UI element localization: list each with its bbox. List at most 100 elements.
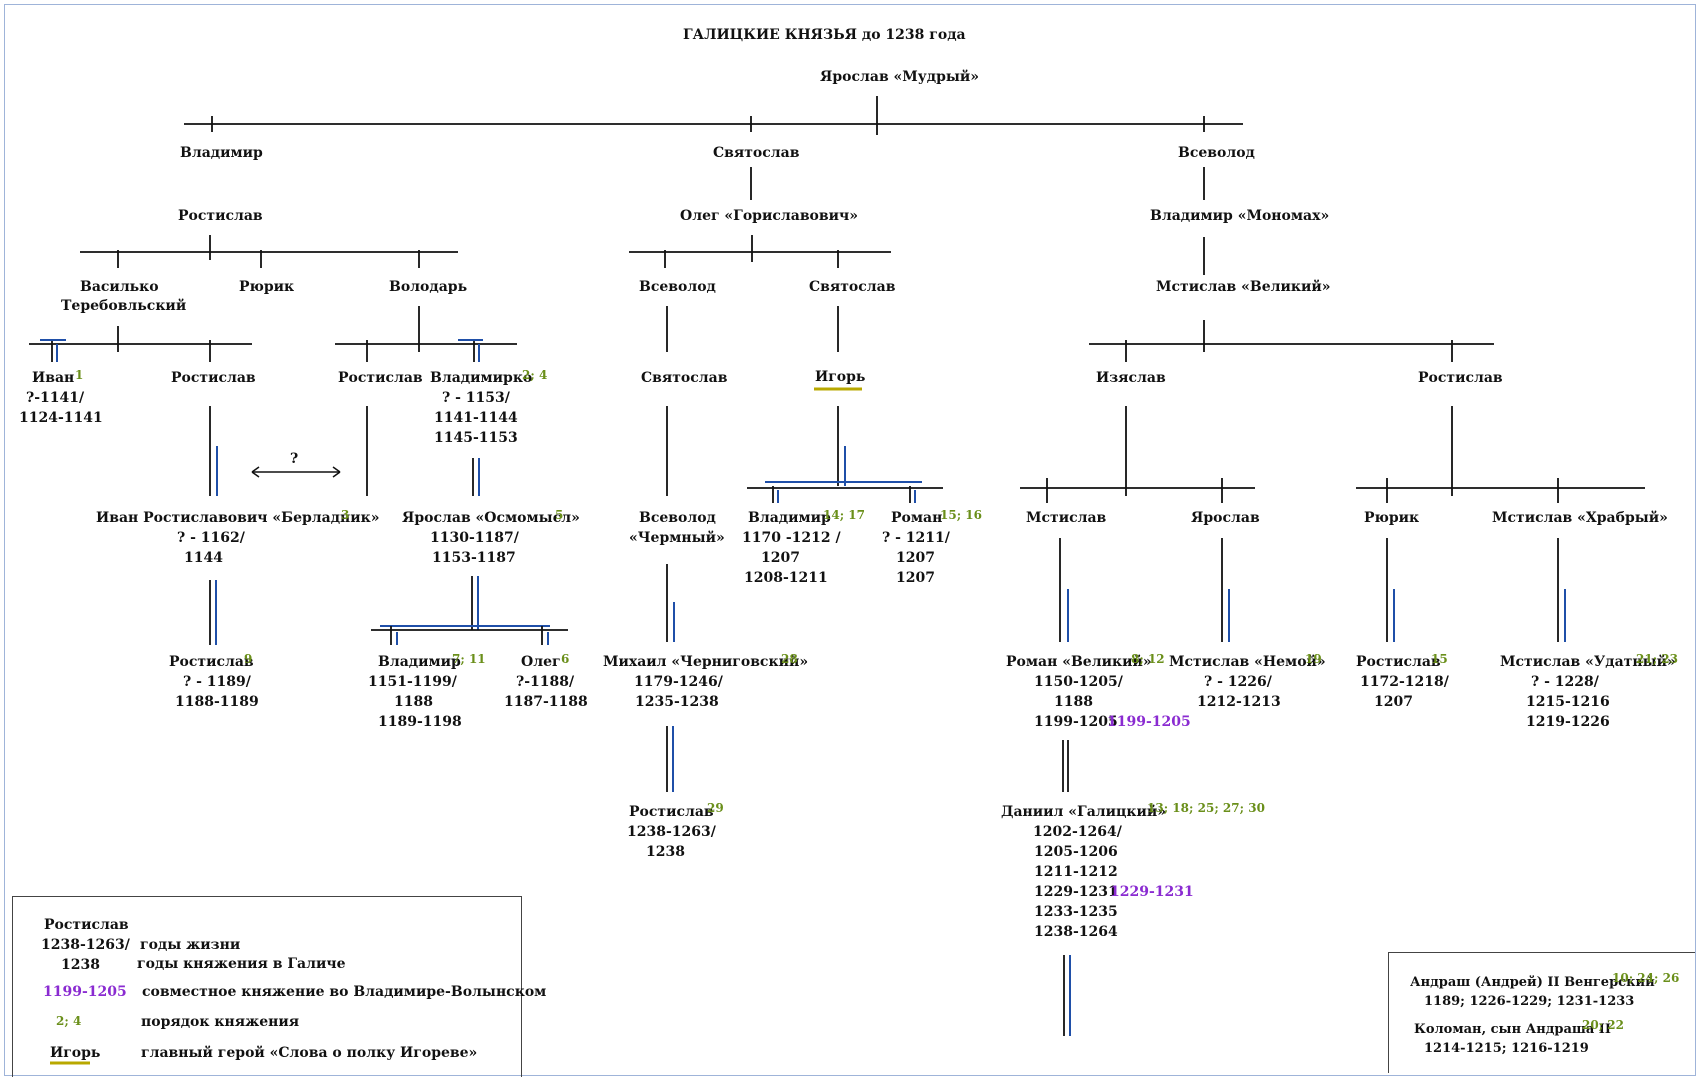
- legend-life-label: годы жизни: [140, 937, 241, 953]
- legend-order-label: порядок княжения: [141, 1014, 300, 1030]
- dates-vladimir-igorevich-reign1: 1207: [761, 550, 800, 566]
- order-badge-koloman: 20; 22: [1582, 1018, 1625, 1032]
- dates-roman-igorevich-reign2: 1207: [896, 570, 935, 586]
- person-vsevolod: Всеволод: [1178, 145, 1255, 161]
- dates-oleg-yaroslavich-life: ?-1188/: [516, 674, 575, 690]
- person-roman-veliky: Роман «Великий»: [1006, 654, 1152, 670]
- person-mstislav-khrabry: Мстислав «Храбрый»: [1492, 510, 1668, 526]
- diagram-title: ГАЛИЦКИЕ КНЯЗЬЯ до 1238 года: [683, 27, 966, 43]
- person-ivan-vasilkovich: Иван: [32, 369, 74, 389]
- legend-sample-life: 1238-1263/: [41, 937, 130, 953]
- person-igor-hero: Игорь: [815, 369, 866, 385]
- dates-roman-igorevich-reign1: 1207: [896, 550, 935, 566]
- person-ivan-berladnik: Иван Ростиславович «Берладник»: [96, 510, 380, 526]
- dates-roman-igorevich-life: ? - 1211/: [882, 530, 950, 546]
- joint-reign-roman-veliky: 1199-1205: [1107, 714, 1191, 730]
- dates-osmomysl-reign: 1153-1187: [432, 550, 516, 566]
- dates-ivan-berladnik-life: ? - 1162/: [177, 530, 245, 546]
- person-yaroslav-osmomysl: Ярослав «Осмомысл»: [402, 510, 580, 526]
- dates-rostislav-mikhailovich-reign: 1238: [646, 844, 685, 860]
- person-vsevolod-chermny-line2: «Чермный»: [629, 530, 725, 546]
- legend-joint-label: совместное княжение во Владимире-Волынск…: [142, 984, 547, 1000]
- person-rostislav-vladimirovich: Ростислав: [178, 208, 263, 224]
- person-vladimir-igorevich: Владимир: [748, 510, 831, 526]
- legend-sample-name: Ростислав: [44, 917, 129, 933]
- hungary-box: [1388, 952, 1695, 1073]
- dates-daniil-reign5: 1238-1264: [1034, 924, 1118, 940]
- person-yaroslav-izyaslavich: Ярослав: [1191, 510, 1260, 526]
- dates-oleg-yaroslavich-reign: 1187-1188: [504, 694, 588, 710]
- person-oleg-gorislavovich: Олег «Гориславович»: [680, 208, 858, 224]
- order-badge-andras: 10; 24; 26: [1612, 971, 1680, 985]
- legend-order-sample: 2; 4: [56, 1014, 82, 1028]
- dates-vladimir-igorevich-reign2: 1208-1211: [744, 570, 828, 586]
- person-svyatoslav-vsevolodovich: Святослав: [641, 370, 728, 386]
- dates-rostislav-ivanovich-reign: 1188-1189: [175, 694, 259, 710]
- tree-connector: [251, 466, 260, 473]
- dates-vladimir-igorevich-life: 1170 -1212 /: [742, 530, 841, 546]
- dates-daniil-life: 1202-1264/: [1033, 824, 1122, 840]
- dates-ivan-reign: 1124-1141: [19, 410, 103, 426]
- order-badge-ivan: 1: [75, 368, 84, 382]
- person-mstislav-izyaslavich: Мстислав: [1026, 510, 1107, 526]
- dates-andras: 1189; 1226-1229; 1231-1233: [1424, 994, 1635, 1009]
- order-badge-mstislav-nemoy: 19: [1305, 652, 1322, 666]
- dates-mstislav-nemoy-reign: 1212-1213: [1197, 694, 1281, 710]
- order-badge-roman-veliky: 8; 12: [1131, 652, 1165, 666]
- tree-connector: [251, 471, 260, 478]
- legend-reign-label: годы княжения в Галиче: [137, 956, 346, 972]
- person-svyatoslav-olegovich: Святослав: [809, 279, 896, 295]
- person-ryurik-rostislavich-2: Рюрик: [1364, 510, 1420, 526]
- person-ryurik-rostislavich: Рюрик: [239, 279, 295, 295]
- person-roman-igorevich: Роман: [891, 510, 943, 526]
- order-badge-ivan-berladnik: 3: [341, 508, 350, 522]
- order-badge-oleg-yaroslavich: 6: [561, 652, 570, 666]
- dates-daniil-reign1: 1205-1206: [1034, 844, 1118, 860]
- person-rostislav-mstislavich: Ростислав: [1418, 370, 1503, 386]
- person-rostislav-ivanovich: Ростислав: [169, 654, 254, 670]
- dates-rostislav-ryurikovich-life: 1172-1218/: [1360, 674, 1449, 690]
- legend-hero-label: главный герой «Слова о полку Игореве»: [141, 1045, 478, 1061]
- order-badge-vladimir-igorevich: 14; 17: [823, 508, 866, 522]
- person-vladimirko: Владимирко: [430, 370, 533, 386]
- person-izyaslav: Изяслав: [1096, 370, 1166, 386]
- dates-vladimirko-life: ? - 1153/: [442, 390, 510, 406]
- dates-rostislav-mikhailovich-life: 1238-1263/: [627, 824, 716, 840]
- person-rostislav-vasilkovich: Ростислав: [171, 370, 256, 386]
- person-mikhail-chernigovsky: Михаил «Черниговский»: [603, 654, 809, 670]
- order-badge-rostislav-mikhailovich: 29: [707, 801, 724, 815]
- order-badge-rostislav-ryurikovich: 15: [1431, 652, 1448, 666]
- order-badge-osmomysl: 5: [555, 508, 564, 522]
- dates-roman-veliky-reign1: 1188: [1054, 694, 1093, 710]
- dates-ivan-berladnik-reign: 1144: [184, 550, 223, 566]
- person-vsevolod-olegovich: Всеволод: [639, 279, 716, 295]
- dates-mstislav-udatny-reign2: 1219-1226: [1526, 714, 1610, 730]
- ruler-andras: Андраш (Андрей) II Венгерский: [1410, 975, 1655, 990]
- person-vladimir: Владимир: [180, 145, 263, 161]
- person-vsevolod-chermny-line1: Всеволод: [639, 510, 716, 526]
- person-rostislav-ryurikovich: Ростислав: [1356, 654, 1441, 670]
- dates-koloman: 1214-1215; 1216-1219: [1424, 1041, 1589, 1056]
- question-mark: ?: [290, 451, 299, 467]
- order-badge-roman-igorevich: 15; 16: [940, 508, 983, 522]
- dates-mstislav-nemoy-life: ? - 1226/: [1204, 674, 1272, 690]
- order-badge-vladimirko: 2; 4: [522, 368, 548, 382]
- tree-connector: [332, 471, 341, 478]
- dates-osmomysl-life: 1130-1187/: [430, 530, 519, 546]
- person-svyatoslav: Святослав: [713, 145, 800, 161]
- dates-mikhail-reign: 1235-1238: [635, 694, 719, 710]
- person-oleg-yaroslavich: Олег: [521, 654, 561, 670]
- dates-vladimirko-reign2: 1145-1153: [434, 430, 518, 446]
- dates-roman-veliky-reign2: 1199-1205: [1034, 714, 1118, 730]
- dates-daniil-reign4: 1233-1235: [1034, 904, 1118, 920]
- dates-vladimirko-reign1: 1141-1144: [434, 410, 518, 426]
- dates-mstislav-udatny-life: ? - 1228/: [1531, 674, 1599, 690]
- dates-ivan-life: ?-1141/: [26, 390, 85, 406]
- person-vladimir-yaroslavich: Владимир: [378, 654, 461, 670]
- dates-rostislav-ivanovich-life: ? - 1189/: [183, 674, 251, 690]
- dates-daniil-reign2: 1211-1212: [1034, 864, 1118, 880]
- dates-mstislav-udatny-reign1: 1215-1216: [1526, 694, 1610, 710]
- page-frame: [4, 4, 1696, 1076]
